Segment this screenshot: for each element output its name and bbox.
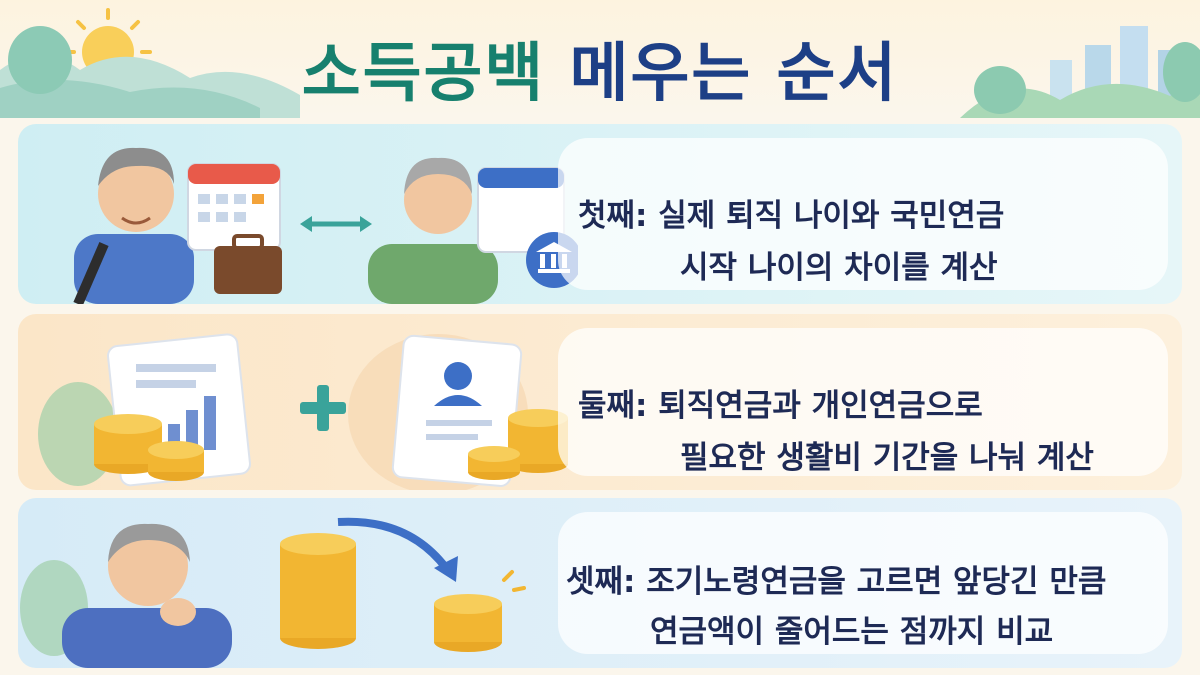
step1-label: 첫째: — [578, 198, 648, 234]
thinking-man-icon — [62, 523, 232, 668]
step3-text-line1: 조기노령연금을 고르면 앞당긴 만큼 — [646, 564, 1107, 600]
step2-label: 둘째: — [578, 388, 648, 424]
step2-text-line2: 필요한 생활비 기간을 나눠 계산 — [680, 440, 1094, 476]
plus-icon — [300, 385, 346, 431]
header: 소득공백 메우는 순서 — [0, 0, 1200, 118]
step2-line1: 둘째: 퇴직연금과 개인연금으로 — [558, 380, 1168, 425]
header-scenery — [0, 8, 1200, 118]
step3-text-card: 셋째: 조기노령연금을 고르면 앞당긴 만큼 연금액이 줄어드는 점까지 비교 — [558, 512, 1168, 654]
title-part2: 메우는 순서 — [569, 37, 899, 111]
step2-text-card: 둘째: 퇴직연금과 개인연금으로 필요한 생활비 기간을 나눠 계산 — [558, 328, 1168, 476]
double-arrow-icon — [300, 216, 372, 232]
coin-stack-icon — [280, 533, 356, 649]
step-panel-1: 첫째: 실제 퇴직 나이와 국민연금 시작 나이의 차이를 계산 — [18, 124, 1182, 304]
older-man-icon — [368, 157, 498, 304]
briefcase-icon — [214, 234, 282, 294]
step1-text-card: 첫째: 실제 퇴직 나이와 국민연금 시작 나이의 차이를 계산 — [558, 138, 1168, 290]
step3-label: 셋째: — [566, 564, 636, 600]
step3-illustration — [20, 517, 526, 668]
step1-illustration — [73, 147, 578, 304]
step1-line1: 첫째: 실제 퇴직 나이와 국민연금 — [558, 190, 1168, 235]
coin-stack-icon — [434, 594, 502, 652]
title-part1: 소득공백 — [301, 37, 546, 111]
step1-text-line2: 시작 나이의 차이를 계산 — [680, 250, 998, 286]
retiree-man-icon — [73, 147, 194, 304]
step3-text-line2: 연금액이 줄어드는 점까지 비교 — [650, 614, 1054, 650]
down-arrow-icon — [337, 517, 458, 582]
calendar-icon — [187, 163, 281, 251]
step1-text-line1: 실제 퇴직 나이와 국민연금 — [658, 198, 1005, 234]
step3-line1: 셋째: 조기노령연금을 고르면 앞당긴 만큼 — [558, 556, 1168, 601]
page-title: 소득공백 메우는 순서 — [0, 22, 1200, 114]
step2-illustration — [38, 333, 568, 490]
step-panel-2: 둘째: 퇴직연금과 개인연금으로 필요한 생활비 기간을 나눠 계산 — [18, 314, 1182, 490]
coin-stack-icon — [94, 414, 204, 481]
step2-text-line1: 퇴직연금과 개인연금으로 — [658, 388, 983, 424]
step-panel-3: 셋째: 조기노령연금을 고르면 앞당긴 만큼 연금액이 줄어드는 점까지 비교 — [18, 498, 1182, 668]
